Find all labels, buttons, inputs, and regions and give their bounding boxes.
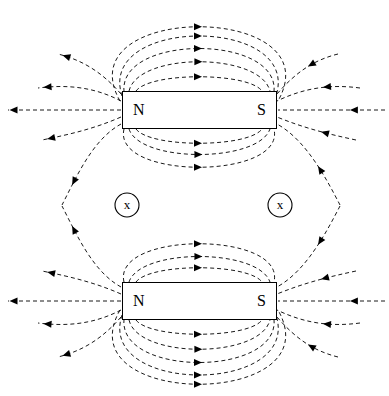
field-line bbox=[277, 117, 356, 140]
field-arrowhead bbox=[10, 107, 18, 114]
pole-label: N bbox=[133, 102, 145, 118]
pole-label: N bbox=[133, 293, 145, 309]
field-arrowhead bbox=[43, 83, 52, 91]
field-arrowhead bbox=[194, 58, 202, 65]
field-line bbox=[129, 129, 270, 155]
field-arrowhead bbox=[323, 83, 332, 91]
field-line bbox=[136, 129, 262, 143]
current-symbol: x bbox=[124, 198, 131, 211]
field-line bbox=[278, 110, 385, 111]
field-arrowhead bbox=[194, 164, 202, 171]
mirrored-field-lines bbox=[8, 206, 385, 388]
field-arrowhead bbox=[194, 140, 202, 147]
field-line bbox=[62, 124, 121, 205]
field-of-lower-magnet bbox=[8, 206, 385, 388]
field-line bbox=[8, 110, 121, 111]
field-arrowhead bbox=[306, 59, 316, 69]
pole-label: S bbox=[257, 102, 266, 118]
field-arrowhead bbox=[194, 73, 202, 80]
bar-magnet: NS bbox=[122, 282, 277, 320]
field-line bbox=[120, 36, 279, 96]
wire-into-page: x bbox=[114, 192, 140, 218]
bar-magnet: NS bbox=[122, 91, 277, 129]
field-arrowhead bbox=[46, 134, 55, 142]
field-line bbox=[277, 54, 338, 94]
field-line bbox=[277, 124, 340, 205]
wire-circle bbox=[115, 193, 139, 217]
field-arrowhead bbox=[61, 52, 71, 61]
field-arrowhead bbox=[194, 151, 202, 158]
field-arrowhead bbox=[194, 23, 202, 30]
field-line bbox=[123, 129, 274, 167]
wire-circle bbox=[268, 193, 292, 217]
field-line bbox=[112, 27, 285, 101]
field-line bbox=[277, 87, 360, 101]
pole-label: S bbox=[257, 293, 266, 309]
field-line bbox=[58, 54, 121, 94]
current-symbol: x bbox=[277, 198, 284, 211]
field-of-upper-magnet bbox=[8, 23, 385, 205]
field-arrowhead bbox=[320, 128, 330, 137]
field-arrowhead bbox=[69, 176, 79, 186]
field-line bbox=[136, 77, 262, 91]
field-arrowhead bbox=[194, 32, 202, 39]
field-line bbox=[124, 49, 274, 93]
field-arrowhead bbox=[350, 107, 358, 114]
field-arrowhead bbox=[315, 164, 325, 175]
field-arrowhead bbox=[194, 45, 202, 52]
field-line bbox=[129, 62, 270, 91]
wire-into-page: x bbox=[267, 192, 293, 218]
